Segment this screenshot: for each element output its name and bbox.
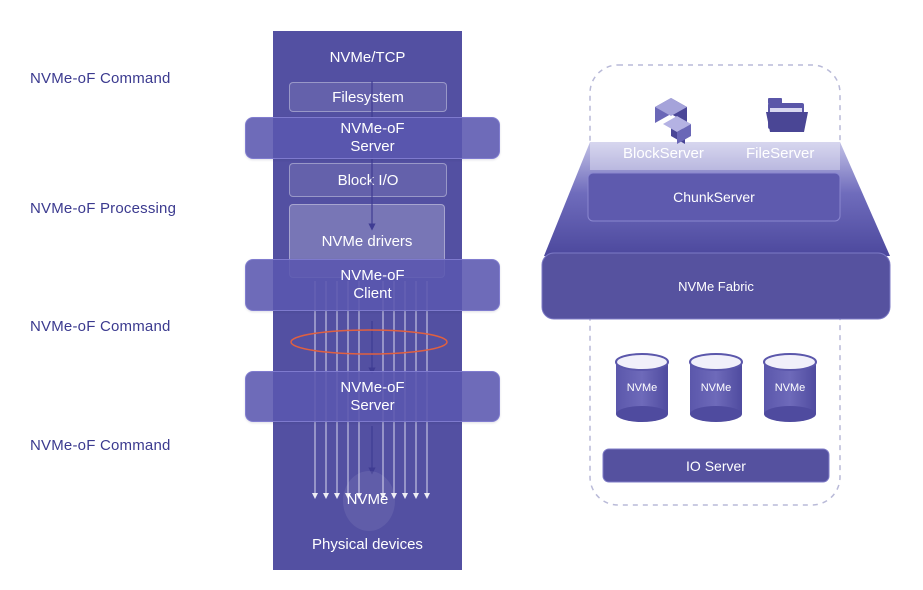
server-top-line1: NVMe-oF [340, 120, 405, 137]
server-bottom-line1: NVMe-oF [340, 378, 405, 396]
file-server-label: FileServer [746, 145, 815, 162]
nvme-disk-3 [763, 353, 817, 422]
nvme-disk-2-label: NVMe [700, 382, 732, 394]
nvme-disk-1 [615, 353, 669, 422]
nvme-glow [343, 471, 395, 531]
client-line1: NVMe-oF [340, 267, 405, 284]
nvme-disk-1-label: NVMe [626, 382, 658, 394]
storage-architecture-diagram [541, 64, 891, 506]
nvme-fabric-label: NVMe Fabric [678, 278, 754, 294]
dashed-boundary [589, 64, 841, 506]
nvme-disk-2 [689, 353, 743, 422]
network-ring [290, 329, 448, 355]
io-server-box [602, 448, 830, 483]
block-icon [655, 98, 691, 144]
folder-icon [766, 98, 808, 132]
nvme-fabric-box [541, 252, 891, 320]
label-nvmeof-processing: NVMe-oF Processing [30, 200, 177, 217]
nvmeof-server-band-top: NVMe-oF Server [245, 117, 500, 159]
nvmeof-server-band-bottom: NVMe-oF Server [245, 371, 500, 422]
io-server-label: IO Server [686, 457, 746, 474]
label-nvmeof-command-1: NVMe-oF Command [30, 70, 171, 87]
client-line2: Client [353, 285, 392, 302]
nvme-tcp-label: NVMe/TCP [329, 49, 406, 66]
server-bottom-line2: Server [350, 396, 395, 414]
chunk-server-box [587, 172, 841, 222]
label-nvmeof-command-2: NVMe-oF Command [30, 318, 171, 335]
block-server-label: BlockServer [623, 145, 704, 162]
filesystem-box: Filesystem [289, 82, 447, 112]
server-top-line2: Server [350, 138, 395, 155]
block-io-box: Block I/O [289, 163, 447, 197]
block-io-label: Block I/O [337, 171, 399, 189]
server-top-strip [590, 142, 840, 170]
nvme-disk-3-label: NVMe [774, 382, 806, 394]
label-nvmeof-command-3: NVMe-oF Command [30, 437, 171, 454]
physical-devices-label: Physical devices [312, 536, 423, 553]
nvme-device-label: NVMe [346, 491, 389, 508]
nvmeof-client-band: NVMe-oF Client [245, 259, 500, 311]
chunk-server-label: ChunkServer [673, 189, 755, 205]
filesystem-label: Filesystem [332, 88, 404, 106]
nvme-drivers-label: NVMe drivers [321, 233, 413, 250]
